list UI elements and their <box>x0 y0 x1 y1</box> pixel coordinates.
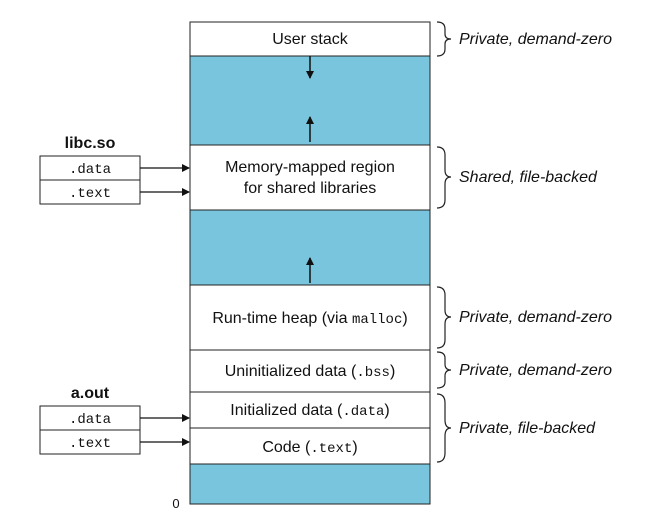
libc-text-section <box>39 179 141 205</box>
initialized-data-label: Initialized data (.data) <box>230 402 389 420</box>
annotation-heap: Private, demand-zero <box>459 309 612 326</box>
user-stack-label: User stack <box>272 31 349 48</box>
mmap-label-line2: for shared libraries <box>244 180 377 197</box>
annotation-mmap: Shared, file-backed <box>459 169 598 186</box>
aout-text-label: .text <box>69 436 111 452</box>
heap-label: Run-time heap (via malloc) <box>212 310 407 328</box>
user-stack-region <box>189 21 431 57</box>
reserved-region <box>189 463 431 505</box>
libc-text-label: .text <box>69 186 111 202</box>
mmap-label-line1: Memory-mapped region <box>225 159 395 176</box>
brace-user-stack <box>436 21 452 57</box>
code-label: Code (.text) <box>262 439 357 457</box>
aout-data-label: .data <box>69 412 111 428</box>
libc-title: libc.so <box>65 135 116 152</box>
brace-bss <box>436 351 452 389</box>
libc-data-section <box>39 155 141 181</box>
memory-mapped-region <box>189 144 431 211</box>
annotation-bss: Private, demand-zero <box>459 362 612 379</box>
bss-label: Uninitialized data (.bss) <box>225 363 396 381</box>
code-region <box>189 427 431 465</box>
bss-region <box>189 349 431 393</box>
annotation-data-code: Private, file-backed <box>459 420 596 437</box>
zero-address-label: 0 <box>172 496 179 511</box>
brace-mmap <box>436 146 452 209</box>
aout-title: a.out <box>71 385 110 402</box>
memory-column <box>189 21 431 505</box>
annotation-user-stack: Private, demand-zero <box>459 31 612 48</box>
aout-text-section <box>39 429 141 455</box>
brace-heap <box>436 286 452 349</box>
heap-region <box>189 284 431 351</box>
brace-data-code <box>436 393 452 463</box>
libc-data-label: .data <box>69 162 111 178</box>
